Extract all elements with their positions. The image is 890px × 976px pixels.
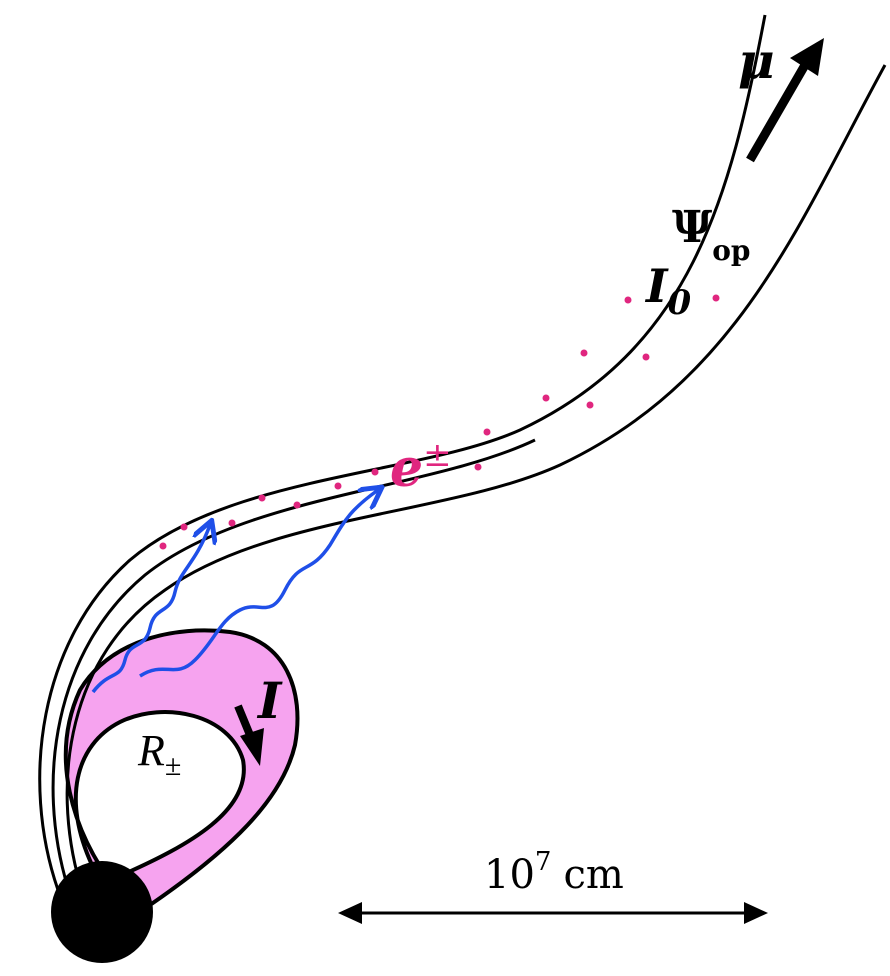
open-current-symbol: I [644, 259, 669, 313]
magnetic-moment-arrow-shaft [746, 62, 809, 163]
open-flux-subscript: op [712, 234, 750, 267]
open-field-tube-middle-line [51, 438, 536, 889]
pair-radius-label: R± [137, 726, 181, 782]
open-field-tube-outer-line [65, 64, 887, 885]
photon-arrow-2 [139, 490, 378, 678]
closed-field-loop [63, 628, 300, 908]
open-field-tube-inner-line [38, 14, 767, 891]
scale-bar-label: 107 cm [484, 847, 624, 898]
pair-dots [159, 294, 720, 550]
open-current-label: I0 [644, 259, 692, 323]
scale-bar-left-head [338, 902, 362, 924]
pairs-superscript: ± [423, 435, 452, 475]
magnetic-moment-label: μ [738, 31, 775, 90]
open-flux-symbol: Ψ [672, 202, 712, 253]
photon-arrow-1 [91, 525, 210, 694]
pairs-label: e± [390, 435, 452, 499]
scale-bar-unit: cm [563, 852, 623, 898]
open-current-subscript: 0 [668, 283, 692, 323]
pairs-symbol: e [390, 438, 423, 499]
scale-bar-base: 10 [484, 852, 535, 898]
current-direction-arrow-head [240, 728, 264, 766]
scale-bar-right-head [744, 902, 768, 924]
pair-radius-symbol: R [137, 726, 165, 775]
open-flux-label: Ψop [672, 202, 750, 267]
neutron-star [51, 861, 153, 963]
closed-current-label: I [256, 671, 283, 730]
scale-bar-exponent: 7 [535, 847, 552, 877]
magnetic-moment-arrow-head [790, 38, 824, 76]
pair-radius-subscript: ± [165, 749, 181, 782]
